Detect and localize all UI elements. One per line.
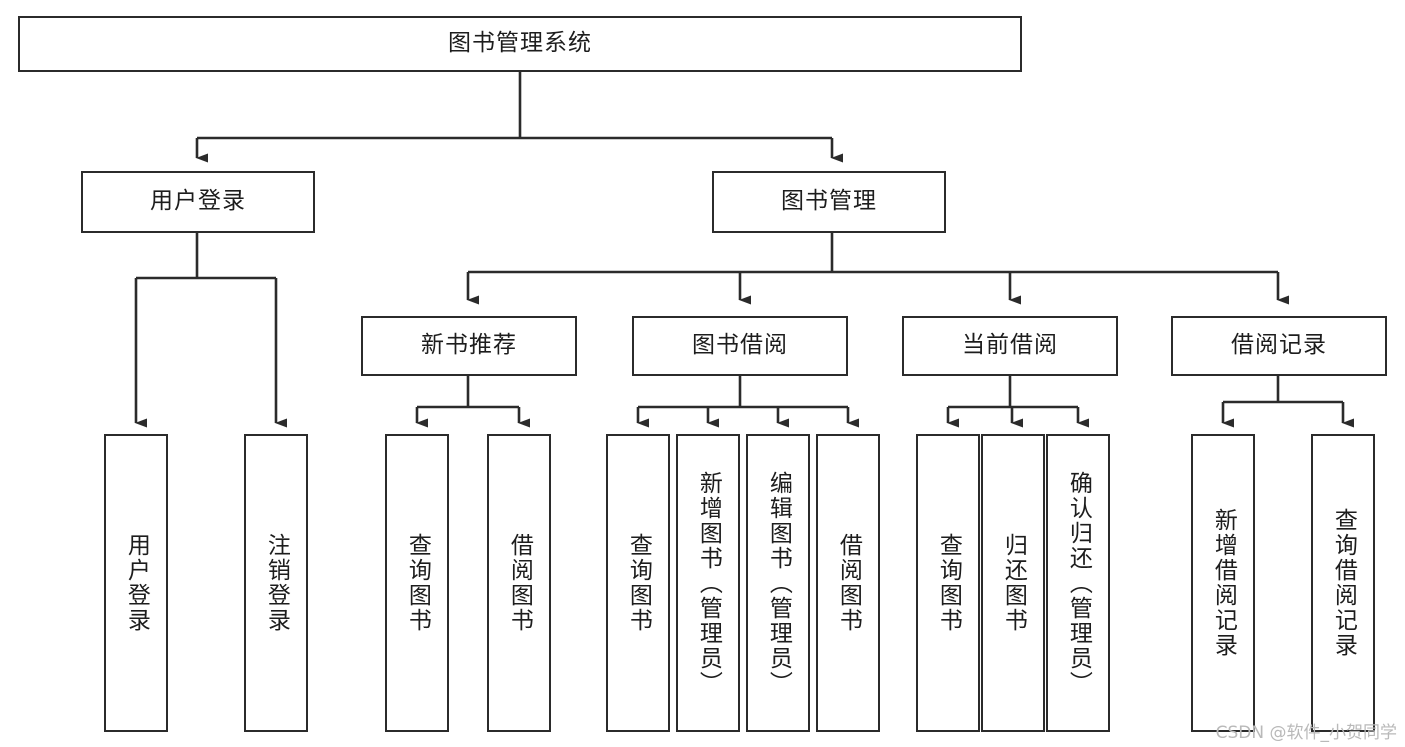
leaf-book-borrow-query[interactable]: 查询图书 — [606, 434, 670, 732]
leaf-borrow-record-query[interactable]: 查询借阅记录 — [1311, 434, 1375, 732]
node-label: 借阅图书 — [835, 533, 862, 633]
node-label: 查询图书 — [625, 533, 652, 633]
node-label: 查询图书 — [404, 533, 431, 633]
node-label: 图书管理 — [781, 188, 877, 215]
node-label: 图书借阅 — [692, 332, 788, 359]
node-label: 确认归还（管理员） — [1065, 470, 1092, 696]
node-borrow-record[interactable]: 借阅记录 — [1171, 316, 1387, 376]
node-new-book-recommend[interactable]: 新书推荐 — [361, 316, 577, 376]
node-label: 用户登录 — [123, 533, 150, 633]
leaf-book-borrow-add[interactable]: 新增图书（管理员） — [676, 434, 740, 732]
node-label: 归还图书 — [1000, 533, 1027, 633]
leaf-user-login-logout[interactable]: 注销登录 — [244, 434, 308, 732]
node-label: 查询借阅记录 — [1330, 508, 1357, 658]
leaf-book-borrow-borrow[interactable]: 借阅图书 — [816, 434, 880, 732]
node-label: 注销登录 — [263, 533, 290, 633]
leaf-borrow-record-add[interactable]: 新增借阅记录 — [1191, 434, 1255, 732]
node-label: 借阅图书 — [506, 533, 533, 633]
node-user-login[interactable]: 用户登录 — [81, 171, 315, 233]
node-label: 借阅记录 — [1231, 332, 1327, 359]
node-label: 图书管理系统 — [448, 30, 592, 57]
node-current-borrow[interactable]: 当前借阅 — [902, 316, 1118, 376]
node-label: 编辑图书（管理员） — [765, 470, 792, 696]
leaf-book-borrow-edit[interactable]: 编辑图书（管理员） — [746, 434, 810, 732]
node-label: 查询图书 — [935, 533, 962, 633]
node-label: 新书推荐 — [421, 332, 517, 359]
leaf-current-borrow-confirm-return[interactable]: 确认归还（管理员） — [1046, 434, 1110, 732]
leaf-current-borrow-query[interactable]: 查询图书 — [916, 434, 980, 732]
leaf-new-book-borrow[interactable]: 借阅图书 — [487, 434, 551, 732]
node-label: 用户登录 — [150, 188, 246, 215]
node-label: 当前借阅 — [962, 332, 1058, 359]
leaf-current-borrow-return[interactable]: 归还图书 — [981, 434, 1045, 732]
node-root-system[interactable]: 图书管理系统 — [18, 16, 1022, 72]
node-book-management[interactable]: 图书管理 — [712, 171, 946, 233]
node-label: 新增图书（管理员） — [695, 470, 722, 696]
leaf-new-book-query[interactable]: 查询图书 — [385, 434, 449, 732]
watermark-text: CSDN @软件_小贺同学 — [1215, 723, 1397, 743]
leaf-user-login-login[interactable]: 用户登录 — [104, 434, 168, 732]
node-label: 新增借阅记录 — [1210, 508, 1237, 658]
node-book-borrow[interactable]: 图书借阅 — [632, 316, 848, 376]
